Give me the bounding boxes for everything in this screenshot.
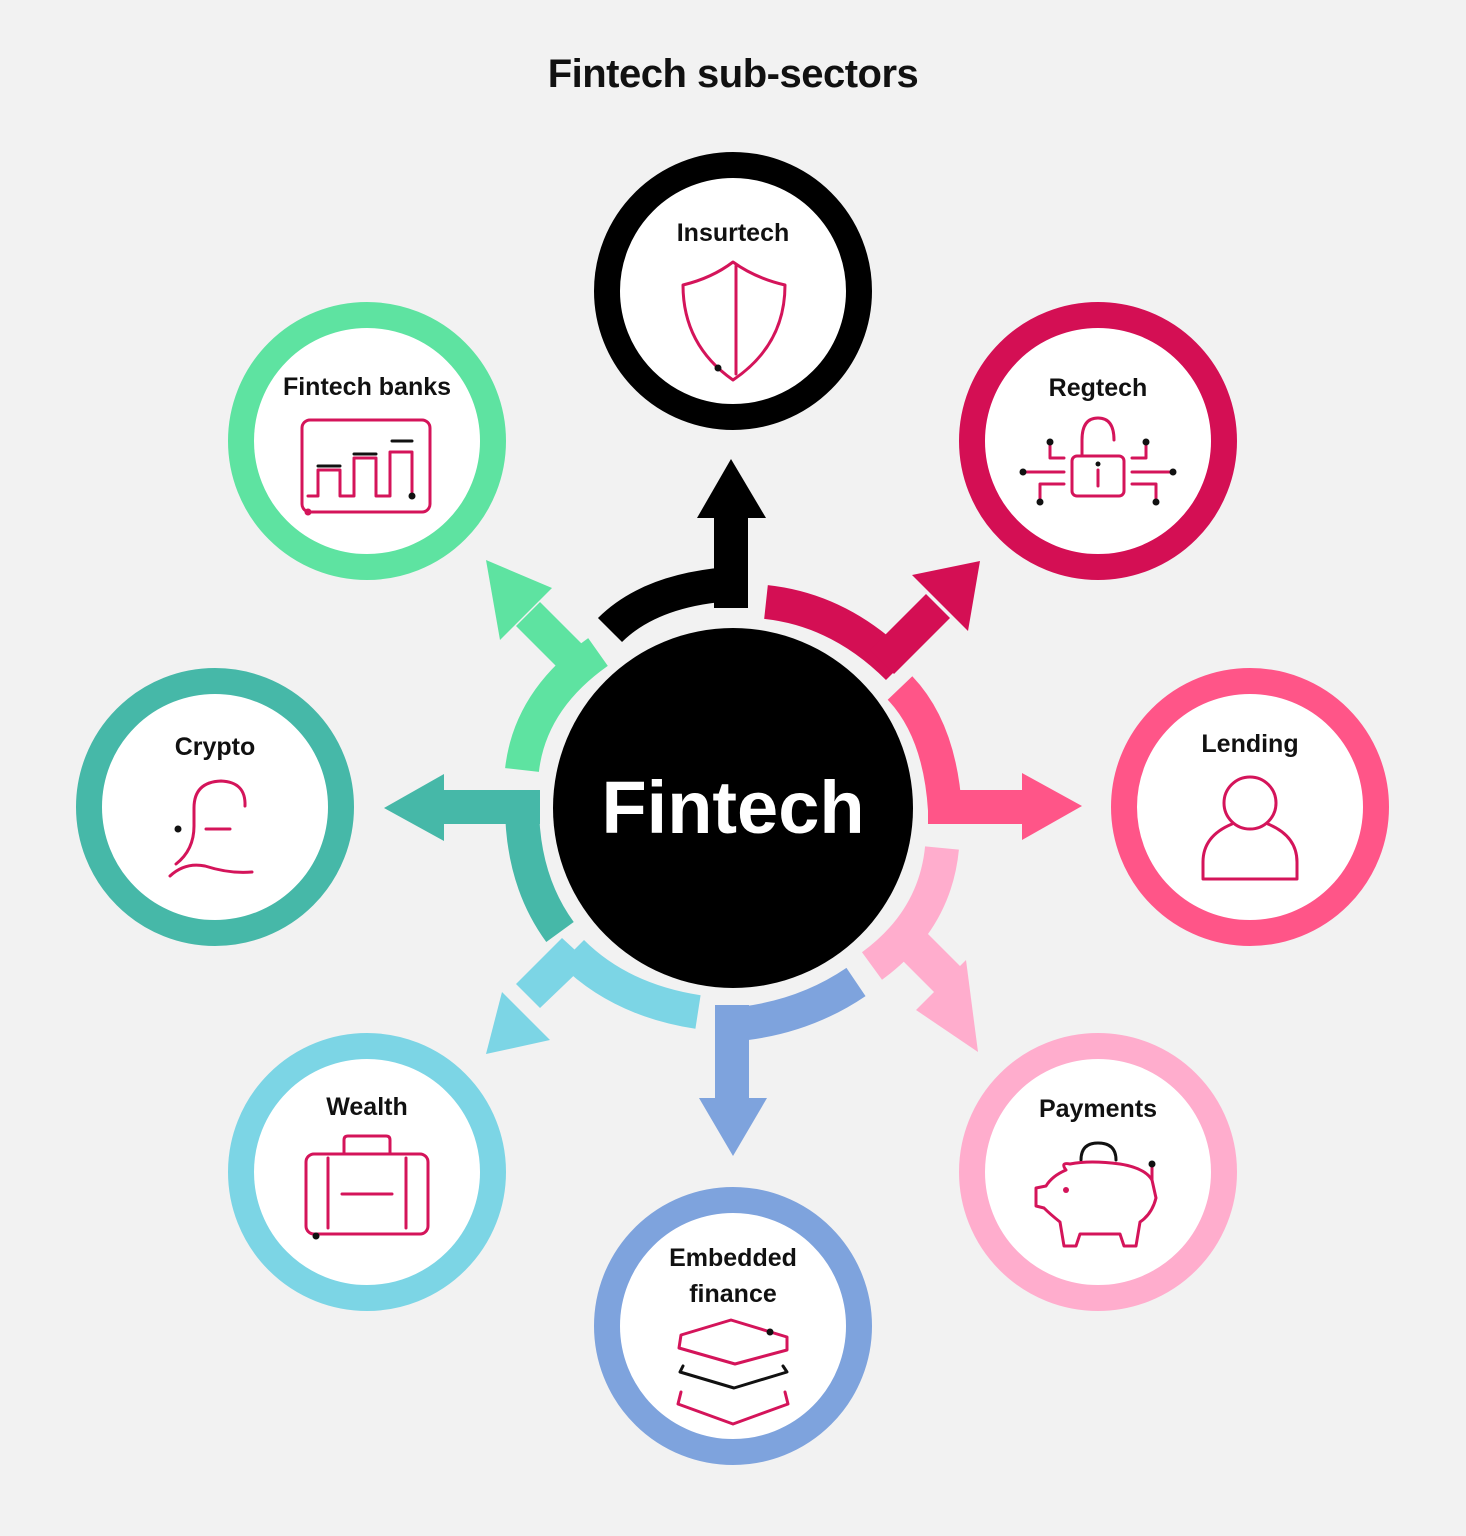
arrow-insurtech: [597, 459, 766, 643]
hub-circle: [553, 628, 913, 988]
node-label-payments: Payments: [1039, 1095, 1157, 1123]
diagram-title: Fintech sub-sectors: [547, 52, 919, 96]
layers-icon: [676, 1318, 790, 1426]
node-label-embedded-finance-line2: finance: [689, 1280, 777, 1308]
node-label-fintech-banks: Fintech banks: [283, 373, 451, 401]
pound-sign-icon: [168, 779, 254, 878]
shield-icon: [681, 260, 787, 382]
briefcase-icon: [304, 1134, 430, 1240]
node-label-embedded-finance-line1: Embedded: [669, 1244, 797, 1272]
connector-arrows: [384, 459, 1082, 1156]
node-lending: Lending: [1111, 668, 1389, 946]
arrow-lending: [887, 676, 1082, 840]
node-label-crypto: Crypto: [175, 733, 256, 761]
hub-label: Fintech: [601, 766, 864, 849]
person-icon: [1201, 775, 1299, 881]
node-label-insurtech: Insurtech: [677, 219, 790, 247]
piggy-bank-icon: [1034, 1141, 1158, 1248]
node-regtech: Regtech: [959, 302, 1237, 580]
node-label-wealth: Wealth: [326, 1093, 408, 1121]
arrow-wealth: [486, 938, 701, 1054]
padlock-circuit-icon: [1019, 416, 1177, 506]
arrow-crypto: [384, 774, 574, 943]
node-wealth: Wealth: [228, 1033, 506, 1311]
node-payments: Payments: [959, 1033, 1237, 1311]
node-fintech-banks: Fintech banks: [228, 302, 506, 580]
node-label-lending: Lending: [1201, 730, 1298, 758]
arrow-payments: [861, 845, 978, 1052]
hub: Fintech: [547, 622, 919, 994]
node-embedded-finance: Embedded finance: [594, 1187, 872, 1465]
node-label-regtech: Regtech: [1049, 374, 1148, 402]
arrow-embedded-finance: [699, 967, 866, 1156]
arrow-fintech-banks: [486, 560, 609, 773]
bank-chart-icon: [300, 418, 432, 516]
node-insurtech: Insurtech: [594, 152, 872, 430]
arrow-regtech: [763, 561, 980, 681]
node-crypto: Crypto: [76, 668, 354, 946]
